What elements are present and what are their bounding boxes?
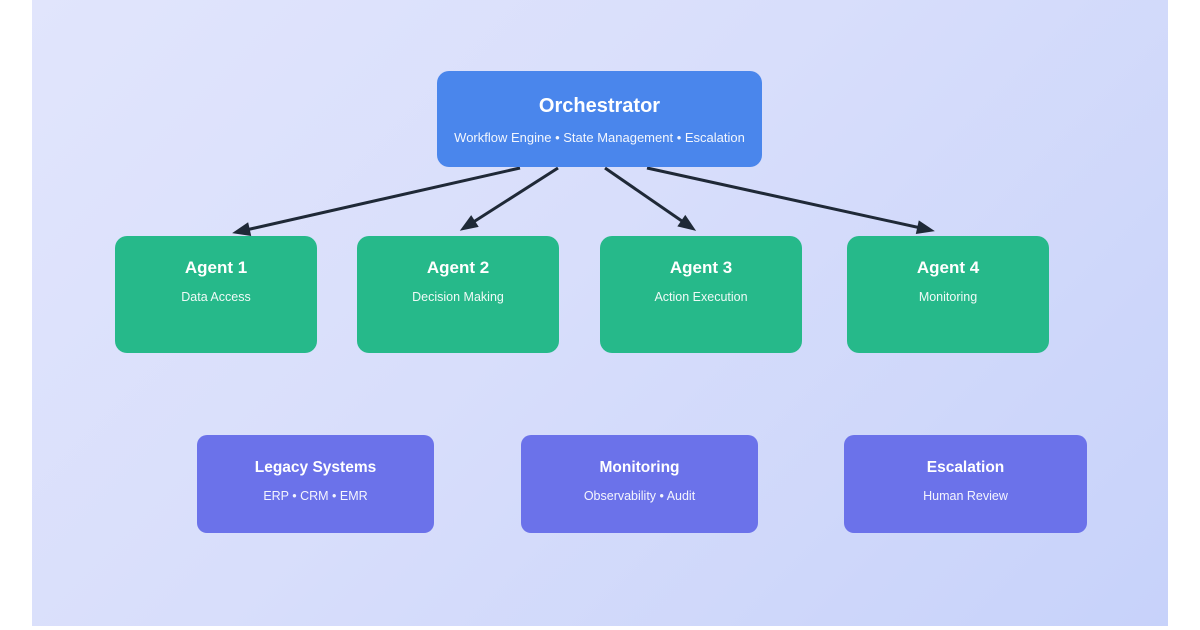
orchestrator-title: Orchestrator: [538, 95, 661, 117]
monitoring-node: Monitoring Observability • Audit: [521, 435, 758, 533]
agent-1-node: Agent 1 Data Access: [115, 236, 317, 353]
arrow-orchestrator-to-agent-4: [646, 166, 935, 235]
agent-1-title: Agent 1: [184, 258, 248, 277]
diagram-canvas: Orchestrator Workflow Engine • State Man…: [32, 0, 1168, 626]
agent-2-title: Agent 2: [426, 258, 490, 277]
arrow-orchestrator-to-agent-1: [232, 166, 521, 236]
agent-3-title: Agent 3: [669, 258, 733, 277]
agent-3-node: Agent 3 Action Execution: [600, 236, 802, 353]
orchestrator-node: Orchestrator Workflow Engine • State Man…: [437, 71, 762, 167]
agent-1-subtitle: Data Access: [181, 290, 251, 305]
monitoring-subtitle: Observability • Audit: [583, 488, 696, 503]
orchestrator-subtitle: Workflow Engine • State Management • Esc…: [454, 130, 745, 145]
arrow-orchestrator-to-agent-3: [604, 166, 697, 231]
escalation-node: Escalation Human Review: [844, 435, 1087, 533]
agent-2-subtitle: Decision Making: [412, 290, 504, 305]
agent-4-node: Agent 4 Monitoring: [847, 236, 1049, 353]
monitoring-title: Monitoring: [599, 459, 680, 476]
legacy-systems-subtitle: ERP • CRM • EMR: [263, 488, 368, 503]
escalation-title: Escalation: [926, 459, 1005, 476]
agent-3-subtitle: Action Execution: [654, 290, 748, 305]
legacy-systems-node: Legacy Systems ERP • CRM • EMR: [197, 435, 434, 533]
agent-4-title: Agent 4: [916, 258, 980, 277]
legacy-systems-title: Legacy Systems: [254, 459, 377, 476]
agent-4-subtitle: Monitoring: [918, 290, 978, 305]
escalation-subtitle: Human Review: [923, 488, 1008, 503]
arrow-orchestrator-to-agent-2: [459, 166, 559, 231]
agent-2-node: Agent 2 Decision Making: [357, 236, 559, 353]
